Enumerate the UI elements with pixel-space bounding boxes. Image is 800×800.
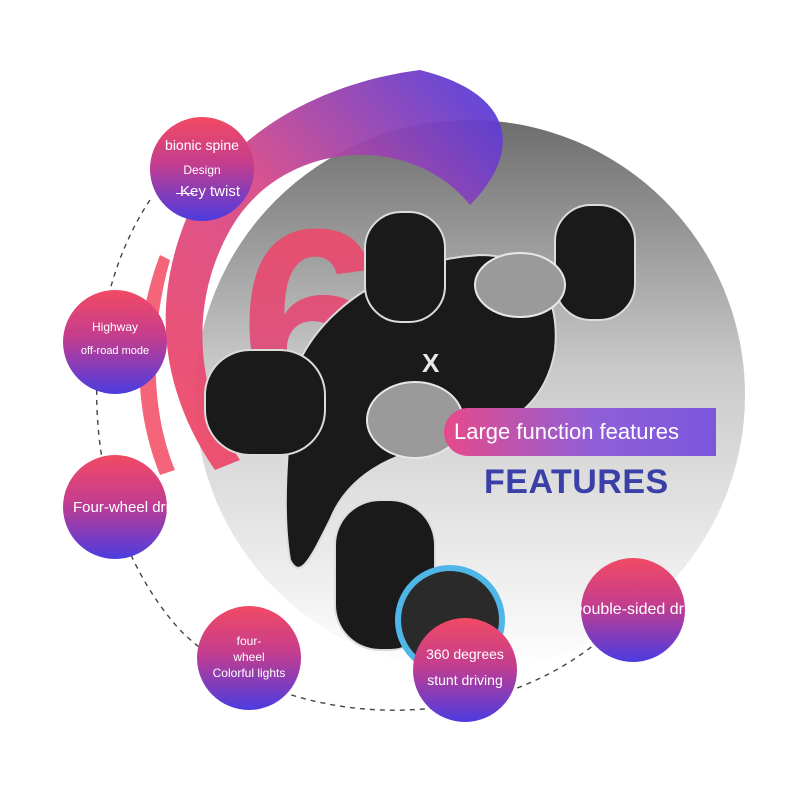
bubble-line: Key twist bbox=[180, 183, 241, 200]
chrome-joint bbox=[474, 252, 566, 318]
dash-mark bbox=[176, 193, 194, 194]
features-heading: FEATURES bbox=[484, 463, 669, 501]
bubble-line: off-road mode bbox=[80, 345, 150, 357]
feature-bubble-bionic-spine: bionic spine Design Key twist bbox=[150, 117, 254, 221]
car-badge: X bbox=[422, 348, 440, 378]
bubble-line: wheel bbox=[233, 650, 265, 664]
feature-bubble-colorful-lights: four- wheel Colorful lights bbox=[197, 606, 301, 710]
wheel-top-left bbox=[364, 211, 446, 323]
feature-bubble-highway: Highway off-road mode bbox=[63, 290, 167, 394]
bubble-line: Design bbox=[183, 163, 221, 177]
bubble-line: Four-wheel drive bbox=[73, 499, 167, 516]
bubble-line: bionic spine bbox=[165, 137, 239, 153]
bubble-line: Double-sided drive bbox=[581, 601, 685, 618]
feature-bubble-double-sided: Double-sided drive bbox=[581, 558, 685, 662]
bubble-line: stunt driving bbox=[427, 672, 503, 688]
wheel-left bbox=[204, 349, 326, 456]
bubble-line: four- bbox=[236, 634, 262, 648]
feature-banner-text: Large function features bbox=[454, 419, 680, 444]
bubble-line: Highway bbox=[91, 320, 139, 334]
bubble-line: Colorful lights bbox=[212, 666, 286, 680]
bubble-line: 360 degrees bbox=[426, 646, 504, 662]
feature-bubble-360-stunt: 360 degrees stunt driving bbox=[413, 618, 517, 722]
feature-banner: Large function features bbox=[444, 408, 716, 456]
wheel-top-right bbox=[554, 204, 636, 321]
feature-bubble-four-wheel-drive: Four-wheel drive bbox=[63, 455, 167, 559]
